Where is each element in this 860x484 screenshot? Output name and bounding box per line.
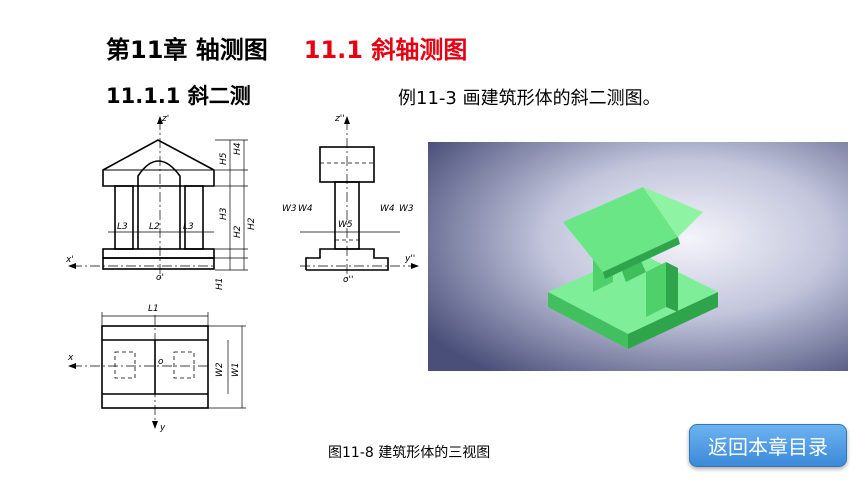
back-to-chapter-label: 返回本章目录 [708,435,828,459]
dim-W2: W2 [215,362,225,377]
top-y-label: y [159,423,166,433]
dim-H5: H5 [219,152,229,165]
dim-W4-right: W4 [380,204,395,214]
front-o-label: o' [156,273,164,283]
dim-L1: L1 [148,304,159,314]
top-o-label: o [158,357,164,367]
dim-H4: H4 [233,142,243,155]
side-z-label: z'' [334,114,345,124]
dim-W3-left: W3 [282,204,297,214]
example-text: 例11-3 画建筑形体的斜二测图。 [398,88,661,109]
chapter-title-text: 第11章 轴测图 [106,36,268,64]
dim-W1: W1 [231,362,241,377]
dim-L3-left: L3 [117,222,128,232]
dim-W4-left: W4 [298,204,313,214]
section-title: 11.1 斜轴测图 [303,36,468,64]
building-3d-render [428,142,848,371]
side-y-label: y'' [404,254,415,264]
front-x-label: x' [65,255,74,265]
dim-H1: H1 [215,278,225,291]
back-to-chapter-button[interactable]: 返回本章目录 [689,424,847,467]
top-x-label: x [67,353,74,363]
three-view-drawing: z' x' o' z'' y'' o'' x y o L1 L2 L3 L3 H… [65,114,419,433]
dim-L3-right: L3 [183,222,194,232]
dim-H2-outer: H2 [247,217,257,230]
chapter-title: 第11章 轴测图 11.1 斜轴测图 [106,30,467,65]
dim-H2-inner: H2 [233,225,243,238]
figure-caption: 图11-8 建筑形体的三视图 [328,445,491,461]
front-z-label: z' [161,114,169,124]
dim-W5: W5 [338,220,353,230]
dim-L2: L2 [149,222,160,232]
side-o-label: o'' [343,275,353,285]
dim-W3-right: W3 [399,204,414,214]
subsection-title: 11.1.1 斜二测 [106,84,251,108]
dim-H3: H3 [219,207,229,220]
front-view [102,139,215,270]
